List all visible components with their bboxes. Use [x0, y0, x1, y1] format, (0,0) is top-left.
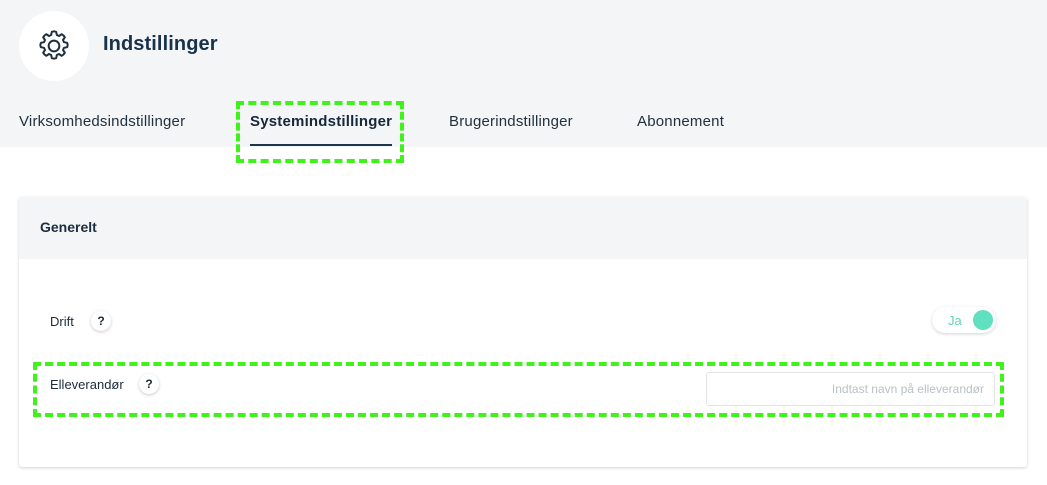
gear-icon: [39, 30, 69, 60]
tab-systemindstillinger[interactable]: Systemindstillinger: [250, 113, 393, 130]
page-header: Indstillinger Virksomhedsindstillinger S…: [0, 0, 1047, 147]
general-settings-card: Generelt Drift ? Ja Elleverandør ?: [19, 197, 1027, 467]
drift-help-button[interactable]: ?: [91, 311, 111, 331]
drift-toggle[interactable]: Ja: [932, 307, 996, 333]
page-title: Indstillinger: [103, 33, 218, 55]
elleverandor-label: Elleverandør: [50, 377, 124, 392]
card-header: Generelt: [19, 197, 1027, 259]
tab-brugerindstillinger[interactable]: Brugerindstillinger: [449, 113, 573, 130]
toggle-knob: [973, 310, 993, 330]
settings-avatar: [19, 11, 89, 81]
active-tab-indicator: [250, 144, 392, 146]
card-title: Generelt: [40, 219, 97, 235]
settings-tabs: Virksomhedsindstillinger Systemindstilli…: [0, 113, 1047, 147]
tab-abonnement[interactable]: Abonnement: [637, 113, 725, 130]
elleverandor-help-button[interactable]: ?: [139, 374, 159, 394]
elleverandor-input[interactable]: [706, 372, 995, 406]
drift-label: Drift: [50, 314, 74, 329]
toggle-label: Ja: [948, 313, 962, 328]
tab-virksomhedsindstillinger[interactable]: Virksomhedsindstillinger: [19, 113, 186, 130]
